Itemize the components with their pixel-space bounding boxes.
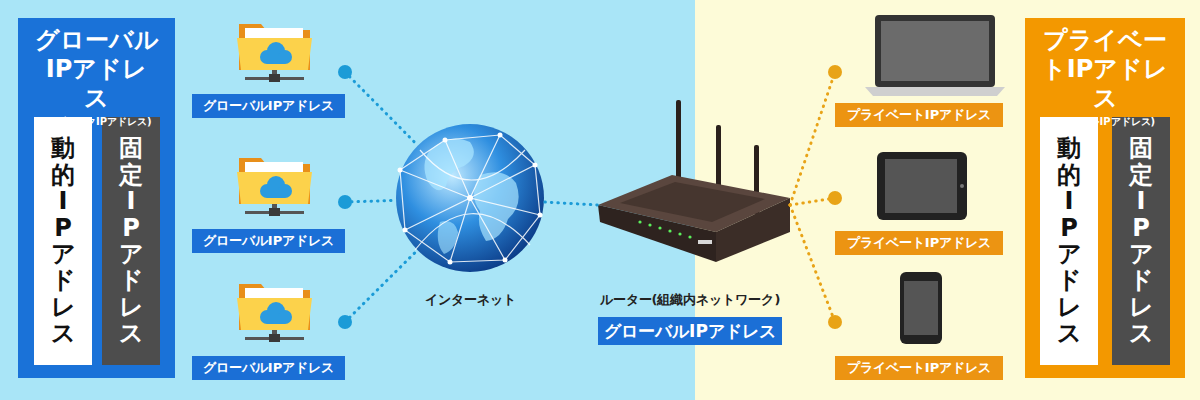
- dotted-connector: [790, 205, 842, 329]
- static-ip-box: 固定IPアドレス: [102, 117, 160, 365]
- server-icon: [237, 284, 312, 342]
- node-label: ルーター(組織内ネットワーク): [600, 291, 781, 309]
- device-node: プライベートIPアドレス: [835, 268, 1003, 380]
- node-label: グローバルIPアドレス: [192, 229, 345, 253]
- dotted-connector: [338, 195, 395, 209]
- connector-line: [345, 200, 395, 202]
- private-ip-panel: プライベートIPアドレス (ローカルIPアドレス) 動的IPアドレス 固定IPアドレス: [1025, 18, 1185, 378]
- dotted-connector: [338, 65, 417, 145]
- node-label: グローバルIPアドレス: [192, 94, 345, 118]
- dotted-connector: [790, 191, 842, 205]
- node-label: グローバルIPアドレス: [192, 356, 345, 380]
- dynamic-ip-box: 動的IPアドレス: [34, 117, 92, 365]
- static-ip-box: 固定IPアドレス: [1112, 117, 1170, 365]
- endpoint-dot: [338, 65, 352, 79]
- node-label: (パブリックIPアドレス): [41, 115, 151, 129]
- server-node: グローバルIPアドレス: [192, 18, 345, 118]
- node-label: グローバルIPアドレス: [35, 26, 159, 112]
- vertical-label: 動的IPアドレス: [1057, 135, 1081, 346]
- device-node: プライベートIPアドレス: [835, 15, 1003, 127]
- internet-globe: インターネット: [395, 123, 545, 313]
- endpoint-dot: [338, 315, 352, 329]
- endpoint-dot: [828, 65, 842, 79]
- connector-line: [345, 72, 417, 145]
- server-icon: [237, 158, 312, 216]
- dotted-connector: [790, 65, 842, 205]
- node-label: グローバルIPアドレス: [598, 317, 782, 345]
- vertical-label: 固定IPアドレス: [119, 135, 143, 346]
- dynamic-ip-box: 動的IPアドレス: [1040, 117, 1098, 365]
- dotted-connector: [338, 251, 417, 329]
- connector-line: [345, 251, 417, 322]
- server-node: グローバルIPアドレス: [192, 278, 345, 380]
- global-ip-panel: グローバルIPアドレス (パブリックIPアドレス) 動的IPアドレス 固定IPアドレス: [18, 18, 175, 378]
- endpoint-dot: [338, 195, 352, 209]
- node-label: プライベートIPアドレス: [835, 356, 1003, 380]
- dotted-connector: [545, 202, 598, 205]
- endpoint-dot: [828, 191, 842, 205]
- tablet-icon: [877, 152, 967, 220]
- router-node: ルーター(組織内ネットワーク) グローバルIPアドレス: [585, 95, 795, 345]
- vertical-label: 動的IPアドレス: [51, 135, 75, 346]
- endpoint-dot: [828, 315, 842, 329]
- connector-line: [545, 202, 598, 205]
- globe: [396, 124, 544, 272]
- connector-line: [790, 72, 835, 205]
- phone-icon: [900, 272, 942, 344]
- vertical-label: 固定IPアドレス: [1129, 135, 1153, 346]
- server-node: グローバルIPアドレス: [192, 152, 345, 253]
- node-label: (ローカルIPアドレス): [1055, 115, 1155, 129]
- node-label: プライベートIPアドレス: [835, 231, 1003, 255]
- router: [598, 100, 790, 262]
- device-node: プライベートIPアドレス: [835, 143, 1003, 255]
- node-label: プライベートIPアドレス: [1031, 26, 1179, 112]
- laptop-icon: [865, 15, 1005, 96]
- node-label: インターネット: [425, 291, 516, 309]
- connector-line: [790, 205, 835, 322]
- node-label: プライベートIPアドレス: [835, 103, 1003, 127]
- server-icon: [237, 24, 312, 82]
